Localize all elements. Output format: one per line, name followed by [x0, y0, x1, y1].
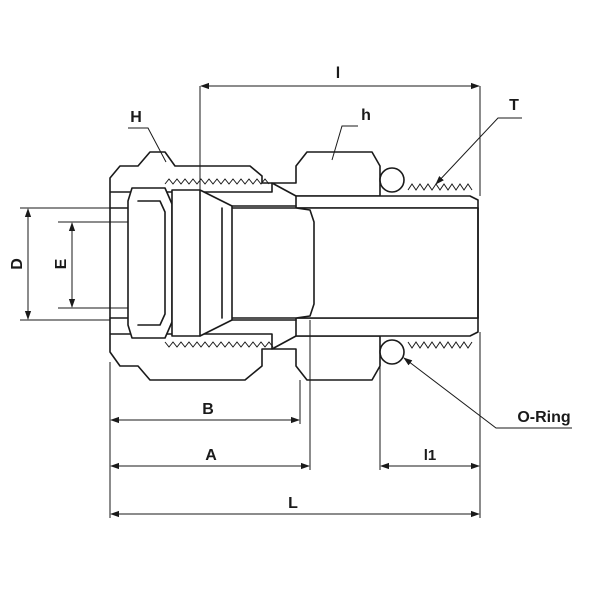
nut-threads	[164, 178, 274, 348]
leader-h	[331, 125, 358, 161]
inner-parts	[127, 187, 315, 339]
label-l: l	[336, 65, 340, 82]
leader-o-ring	[403, 357, 572, 429]
stem-threads	[407, 183, 473, 349]
extension-lines	[20, 86, 481, 518]
label-E: E	[53, 258, 70, 269]
label-D: D	[9, 258, 26, 270]
fitting-body	[271, 151, 479, 381]
label-h: h	[361, 107, 371, 124]
o-ring-bottom	[379, 339, 405, 365]
label-A: A	[205, 447, 217, 464]
label-l1: l1	[424, 447, 437, 464]
label-o-ring: O-Ring	[517, 409, 570, 426]
o-ring-top	[379, 167, 405, 193]
leader-T	[435, 117, 522, 185]
label-T: T	[509, 97, 519, 114]
nut-body	[109, 151, 273, 381]
label-H: H	[130, 109, 142, 126]
leader-H	[128, 127, 167, 163]
label-B: B	[202, 401, 214, 418]
label-L: L	[288, 495, 298, 512]
